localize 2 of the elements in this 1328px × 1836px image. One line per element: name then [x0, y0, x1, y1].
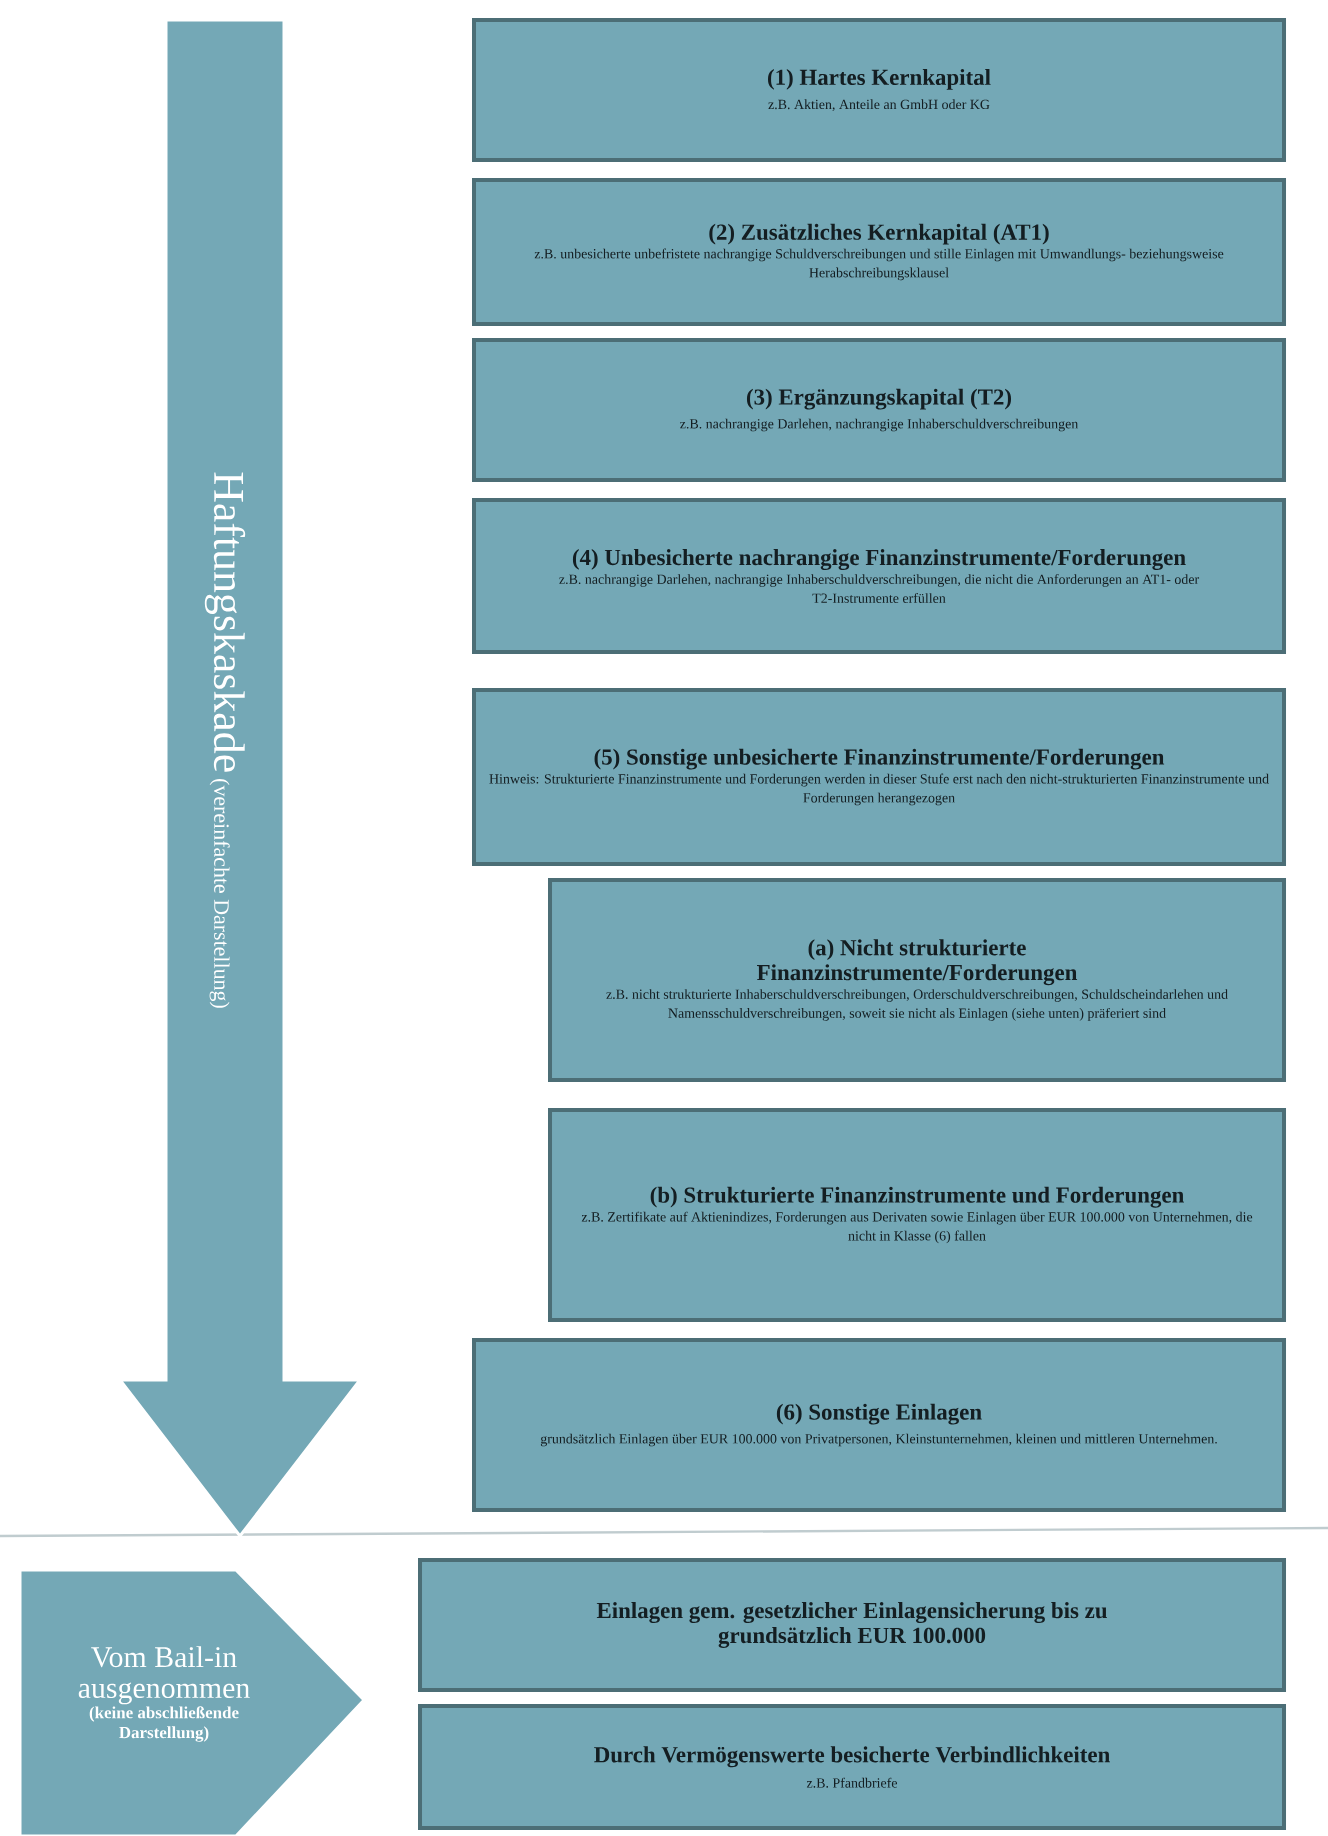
exemption-chevron: Vom Bail-in ausgenommen (keine abschließende Darstellung) — [18, 1568, 367, 1836]
tier-box: Einlagen gem. gesetzlicher Einlagensicherung bis zu grundsätzlich EUR 100.000 — [418, 1558, 1286, 1692]
